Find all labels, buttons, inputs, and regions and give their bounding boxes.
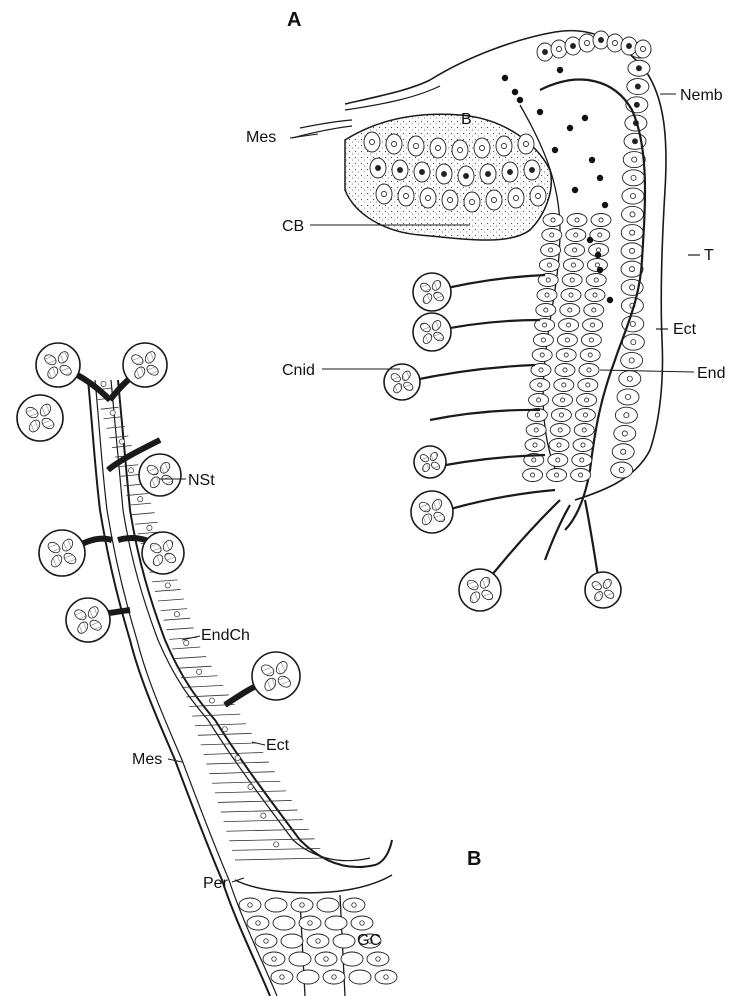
panel-label-b: B [467, 848, 481, 870]
label-nemb: Nemb [680, 87, 723, 104]
label-b: B [461, 111, 472, 128]
panel-b-labels: NSt EndCh Ect Mes B Per GC [132, 472, 481, 949]
label-mes-a: Mes [246, 129, 276, 146]
label-mes-b: Mes [132, 751, 162, 768]
label-ect-a: Ect [673, 321, 697, 338]
label-ect-b: Ect [266, 737, 290, 754]
label-cnid: Cnid [282, 362, 315, 379]
label-nst: NSt [188, 472, 215, 489]
panel-a-drawing [292, 31, 666, 611]
panel-label-a: A [287, 9, 301, 31]
label-per: Per [203, 875, 229, 892]
label-endch: EndCh [201, 627, 250, 644]
stolon-branches [17, 343, 300, 705]
label-end: End [697, 365, 725, 382]
panel-b-drawing [17, 343, 397, 996]
label-t: T [704, 247, 714, 264]
label-cb: CB [282, 218, 304, 235]
label-gc: GC [357, 932, 381, 949]
